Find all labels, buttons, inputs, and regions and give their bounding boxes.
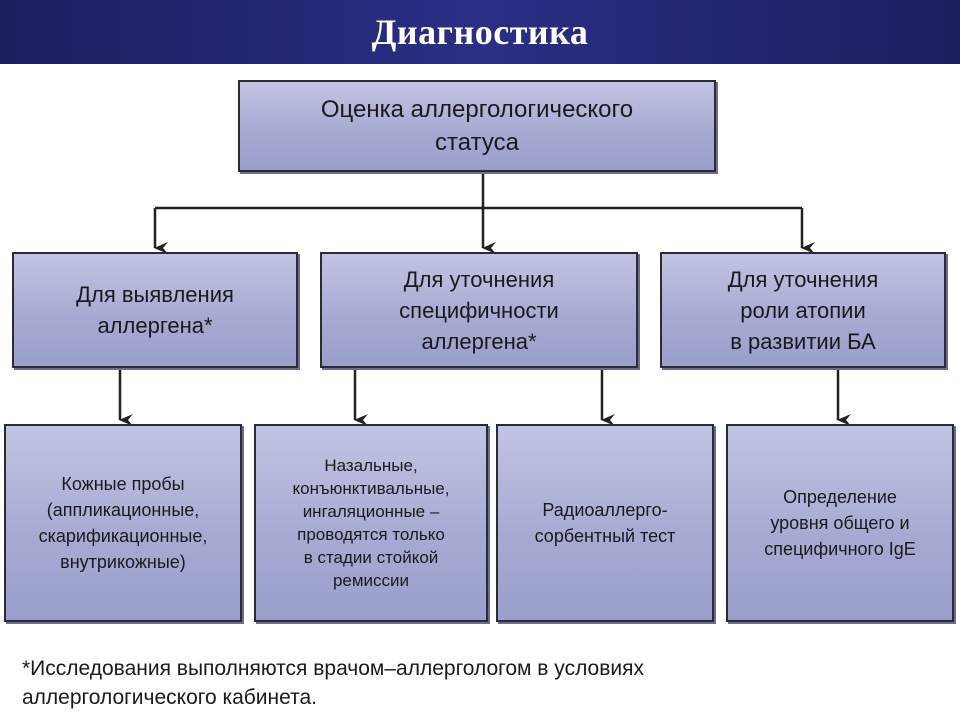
node-label: Для уточнения специфичности аллергена* bbox=[399, 266, 559, 354]
node-allergy-status-assessment: Оценка аллергологического статуса bbox=[238, 80, 716, 172]
node-allergen-specificity: Для уточнения специфичности аллергена* bbox=[320, 252, 638, 368]
node-allergen-detection: Для выявления аллергена* bbox=[12, 252, 298, 368]
node-label: Назальные, конъюнктивальные, ингаляционн… bbox=[292, 456, 450, 590]
node-provocation-tests: Назальные, конъюнктивальные, ингаляционн… bbox=[254, 424, 488, 622]
node-label: Для уточнения роли атопии в развитии БА bbox=[727, 266, 879, 354]
node-radioallergosorbent-test: Радиоаллерго- сорбентный тест bbox=[496, 424, 714, 622]
slide-title: Диагностика bbox=[371, 12, 589, 52]
footnote: *Исследования выполняются врачом–аллерго… bbox=[22, 657, 644, 709]
node-label: Определение уровня общего и специфичного… bbox=[764, 487, 916, 559]
node-skin-tests: Кожные пробы (аппликационные, скарификац… bbox=[4, 424, 242, 622]
node-label: Для выявления аллергена* bbox=[76, 282, 234, 338]
node-atopy-role: Для уточнения роли атопии в развитии БА bbox=[660, 252, 946, 368]
title-bar: Диагностика bbox=[0, 0, 960, 64]
node-ige-level: Определение уровня общего и специфичного… bbox=[726, 424, 954, 622]
node-label: Радиоаллерго- сорбентный тест bbox=[534, 500, 676, 546]
node-label: Кожные пробы (аппликационные, скарификац… bbox=[38, 474, 208, 572]
node-label: Оценка аллергологического статуса bbox=[320, 96, 634, 156]
